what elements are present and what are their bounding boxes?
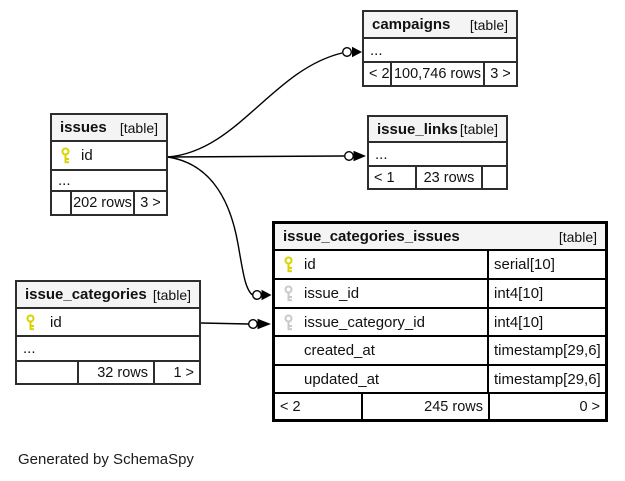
column-row-id: id <box>52 142 166 171</box>
primary-key-icon <box>26 314 35 330</box>
collapsed-columns-row: ... <box>52 171 166 192</box>
arrowhead-endpoint <box>353 150 366 162</box>
table-name: issue_categories <box>25 286 147 303</box>
table-footer: < 2 245 rows 0 > <box>275 394 605 419</box>
arrowhead-endpoint <box>352 46 362 58</box>
table-header: issues [table] <box>52 115 166 142</box>
column-type: int4[10] <box>487 309 605 335</box>
table-footer: < 2 100,746 rows 3 > <box>364 63 516 85</box>
collapsed-columns-row: ... <box>17 337 199 362</box>
table-node-issue-links[interactable]: issue_links [table] ... < 1 23 rows <box>367 115 508 190</box>
table-node-campaigns[interactable]: campaigns [table] ... < 2 100,746 rows 3… <box>362 10 518 87</box>
arrowhead-endpoint <box>257 318 271 330</box>
foreign-key-icon <box>284 314 293 330</box>
table-type-tag: [table] <box>119 119 158 136</box>
children-count: 1 > <box>173 364 194 381</box>
table-footer: < 1 23 rows <box>369 167 506 188</box>
children-count <box>483 167 506 188</box>
table-header: issue_links [table] <box>369 117 506 143</box>
column-type: int4[10] <box>487 280 605 307</box>
column-name: updated_at <box>304 370 380 388</box>
arrowhead-endpoint <box>261 289 272 301</box>
row-count: 100,746 rows <box>390 63 485 85</box>
column-row-issue-category-id: issue_category_id int4[10] <box>275 309 605 337</box>
row-count: 202 rows <box>70 192 135 214</box>
generator-credit: Generated by SchemaSpy <box>18 451 194 468</box>
relationship-issues-campaigns <box>167 52 343 158</box>
zero-circle-endpoint <box>247 319 258 330</box>
row-count: 245 rows <box>361 394 490 419</box>
foreign-key-icon <box>284 285 293 302</box>
parents-count: < 2 <box>369 66 390 82</box>
column-name: id <box>304 256 316 273</box>
relationship-issues-issue-links <box>167 155 345 158</box>
table-footer: 32 rows 1 > <box>17 362 199 383</box>
parents-count <box>52 192 70 214</box>
children-count: 3 > <box>490 66 511 82</box>
parents-count: < 2 <box>280 398 301 415</box>
table-header: campaigns [table] <box>364 12 516 39</box>
row-count: 23 rows <box>415 167 483 188</box>
column-row-created-at: created_at timestamp[29,6] <box>275 337 605 366</box>
children-count: 0 > <box>579 398 600 415</box>
collapsed-columns-row: ... <box>369 143 506 167</box>
ellipsis-label: ... <box>370 41 383 59</box>
ellipsis-label: ... <box>58 172 71 189</box>
primary-key-icon <box>284 256 293 273</box>
table-type-tag: [table] <box>558 228 597 245</box>
row-count: 32 rows <box>77 362 155 383</box>
table-header: issue_categories [table] <box>17 282 199 309</box>
table-name: issues <box>60 119 107 136</box>
column-type: timestamp[29,6] <box>487 337 605 364</box>
parents-count: < 1 <box>374 169 395 186</box>
column-name: id <box>81 147 93 164</box>
column-name: issue_id <box>304 285 360 302</box>
column-type: serial[10] <box>487 251 605 278</box>
ellipsis-label: ... <box>23 340 36 357</box>
table-name: issue_categories_issues <box>283 228 460 245</box>
table-node-issue-categories-issues[interactable]: issue_categories_issues [table] id seria… <box>272 221 608 422</box>
table-type-tag: [table] <box>459 121 498 137</box>
table-footer: 202 rows 3 > <box>52 192 166 214</box>
column-row-issue-id: issue_id int4[10] <box>275 280 605 309</box>
column-row-id: id <box>17 309 199 337</box>
relationship-issues-issue-categories-issues <box>167 156 253 296</box>
parents-count <box>17 362 77 383</box>
primary-key-icon <box>61 147 70 164</box>
column-name: created_at <box>304 342 375 359</box>
column-name: id <box>50 313 62 331</box>
zero-circle-endpoint <box>342 47 353 58</box>
column-row-id: id serial[10] <box>275 251 605 280</box>
column-row-updated-at: updated_at timestamp[29,6] <box>275 366 605 394</box>
children-count: 3 > <box>140 195 161 211</box>
collapsed-columns-row: ... <box>364 39 516 63</box>
relationship-issue-categories-issue-categories-issues <box>200 322 249 325</box>
zero-circle-endpoint <box>344 150 355 161</box>
column-type: timestamp[29,6] <box>487 366 605 392</box>
table-header: issue_categories_issues [table] <box>275 224 605 251</box>
table-type-tag: [table] <box>469 16 508 33</box>
table-node-issue-categories[interactable]: issue_categories [table] id ... 32 rows … <box>15 280 201 385</box>
table-name: issue_links <box>377 120 458 138</box>
column-name: issue_category_id <box>304 313 425 331</box>
ellipsis-label: ... <box>375 145 388 163</box>
table-node-issues[interactable]: issues [table] id ... 202 rows 3 > <box>50 113 168 216</box>
table-name: campaigns <box>372 16 451 33</box>
zero-circle-endpoint <box>251 290 262 301</box>
table-type-tag: [table] <box>152 286 191 303</box>
